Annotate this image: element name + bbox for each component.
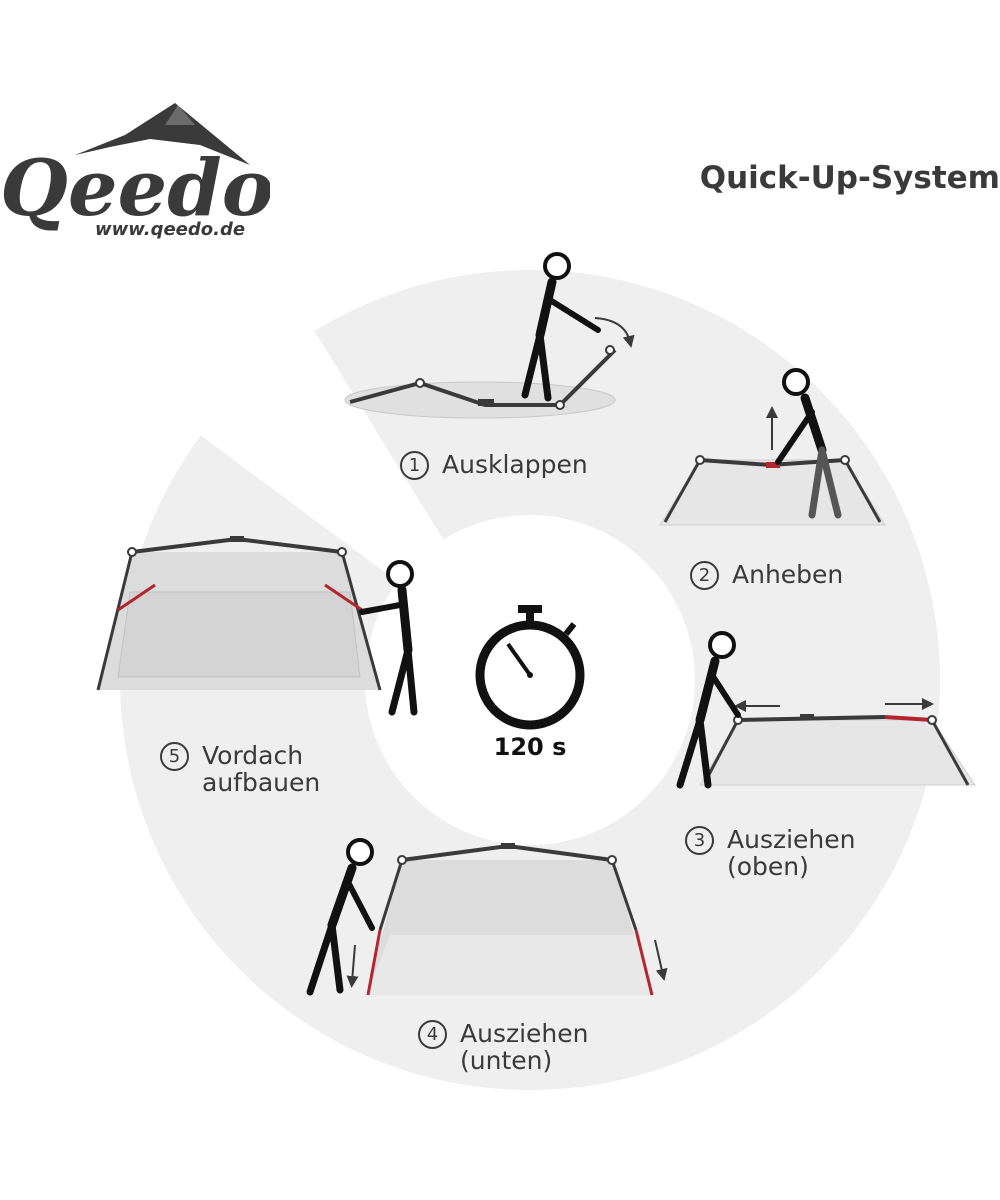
qeedo-logo: Qeedo www.qeedo.de [0,103,270,240]
step-2-number: 2 [690,561,719,590]
illustration-step-5 [96,536,418,716]
brand-url: www.qeedo.de [95,219,245,240]
step-5-text-line1: Vordach [202,741,304,770]
illustration-step-4 [306,838,668,996]
step-2-text: Anheben [732,560,844,589]
step-2-label: 2 Anheben [690,561,843,590]
timer-label: 120 s [493,733,567,761]
illustration-step-1 [344,252,635,419]
illustration-step-3 [676,631,976,789]
page-title: Quick-Up-System [699,160,1000,196]
svg-text:Qeedo: Qeedo [0,143,270,234]
step-4-label: 4 Ausziehen (unten) [418,1020,589,1074]
step-1-text: Ausklappen [442,450,588,479]
step-1-label: 1 Ausklappen [400,451,588,480]
step-3-text-line2: (oben) [727,852,809,881]
step-4-text-line2: (unten) [460,1046,553,1075]
step-1-number: 1 [400,451,429,480]
step-4-text-line1: Ausziehen [460,1019,589,1048]
step-5-text-line2: aufbauen [202,768,321,797]
step-3-number: 3 [685,826,714,855]
step-5-label: 5 Vordach aufbauen [160,742,320,796]
stopwatch-icon [475,605,585,730]
illustration-step-2 [659,368,886,526]
step-5-number: 5 [160,742,189,771]
step-3-label: 3 Ausziehen (oben) [685,826,856,880]
step-4-number: 4 [418,1020,447,1049]
step-3-text-line1: Ausziehen [727,825,856,854]
